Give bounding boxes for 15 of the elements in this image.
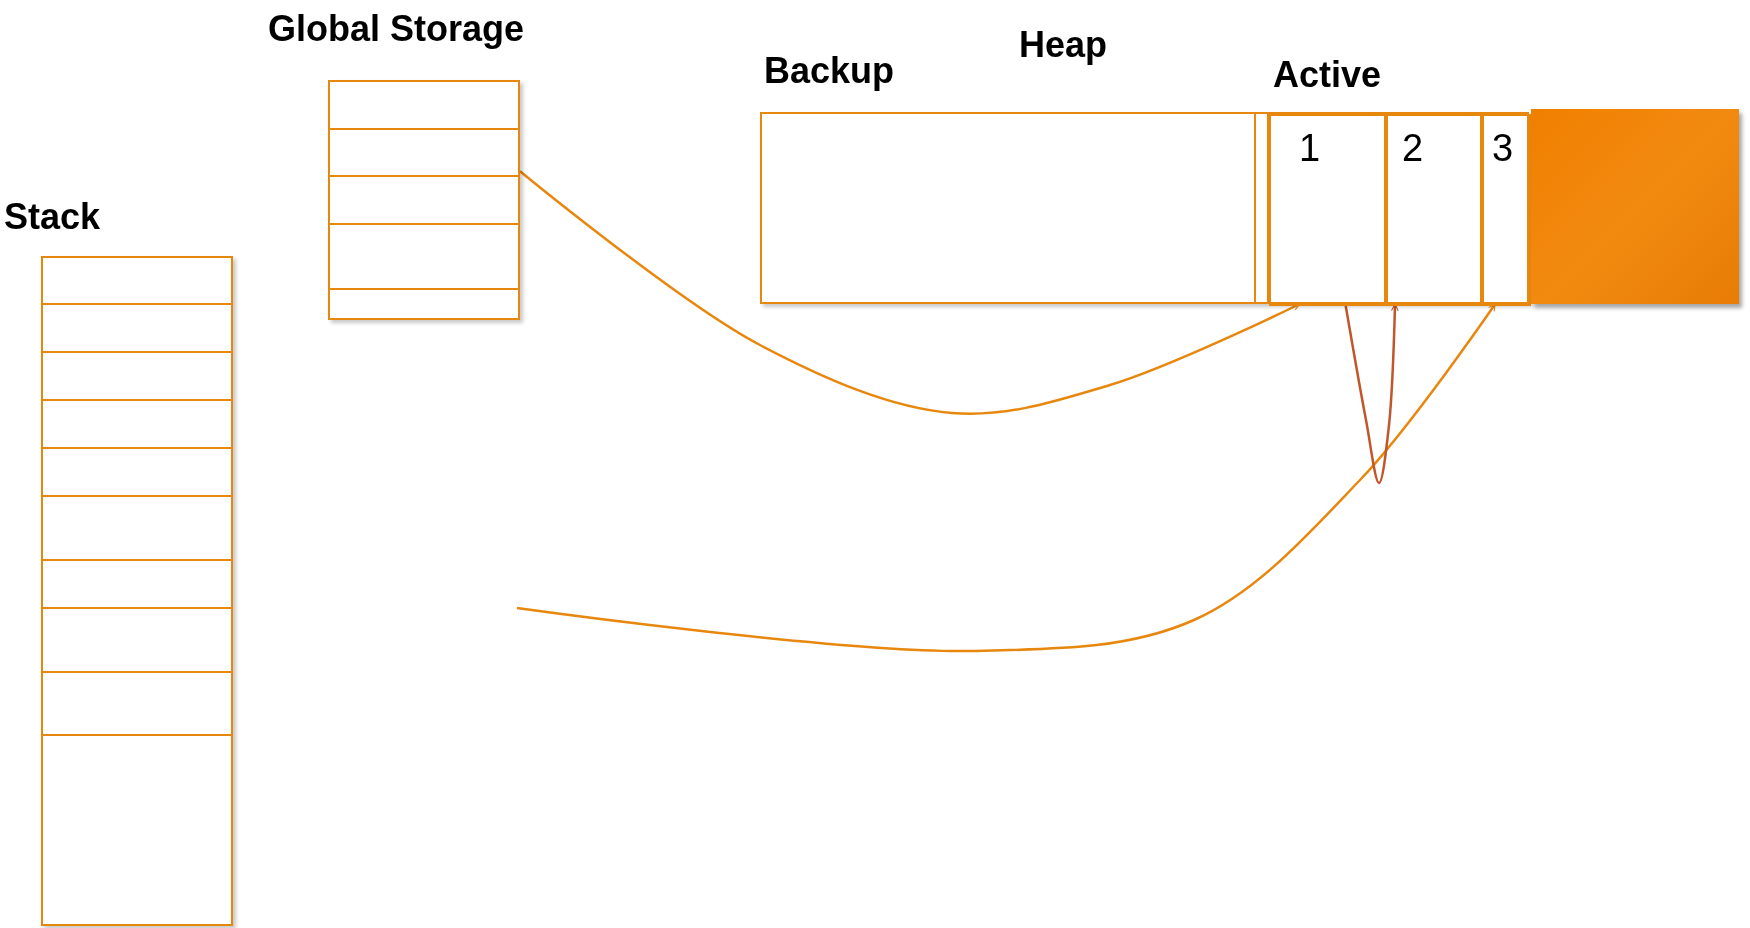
arrow [519, 170, 1301, 415]
section-title: Backup [764, 50, 895, 92]
memory-cell [1269, 114, 1386, 306]
memory-cell [1386, 114, 1482, 306]
filled-block [1531, 109, 1739, 304]
section-title: Active [1273, 54, 1382, 96]
arrow [1344, 303, 1399, 485]
section-title: Heap [1019, 24, 1108, 66]
cell-number: 1 [1299, 126, 1321, 170]
cell-number: 3 [1492, 126, 1514, 170]
section-title: Global Storage [268, 8, 525, 50]
memory-cell [1482, 114, 1531, 306]
section-title: Stack [4, 196, 101, 238]
arrow [516, 303, 1497, 653]
cell-number: 2 [1402, 126, 1424, 170]
